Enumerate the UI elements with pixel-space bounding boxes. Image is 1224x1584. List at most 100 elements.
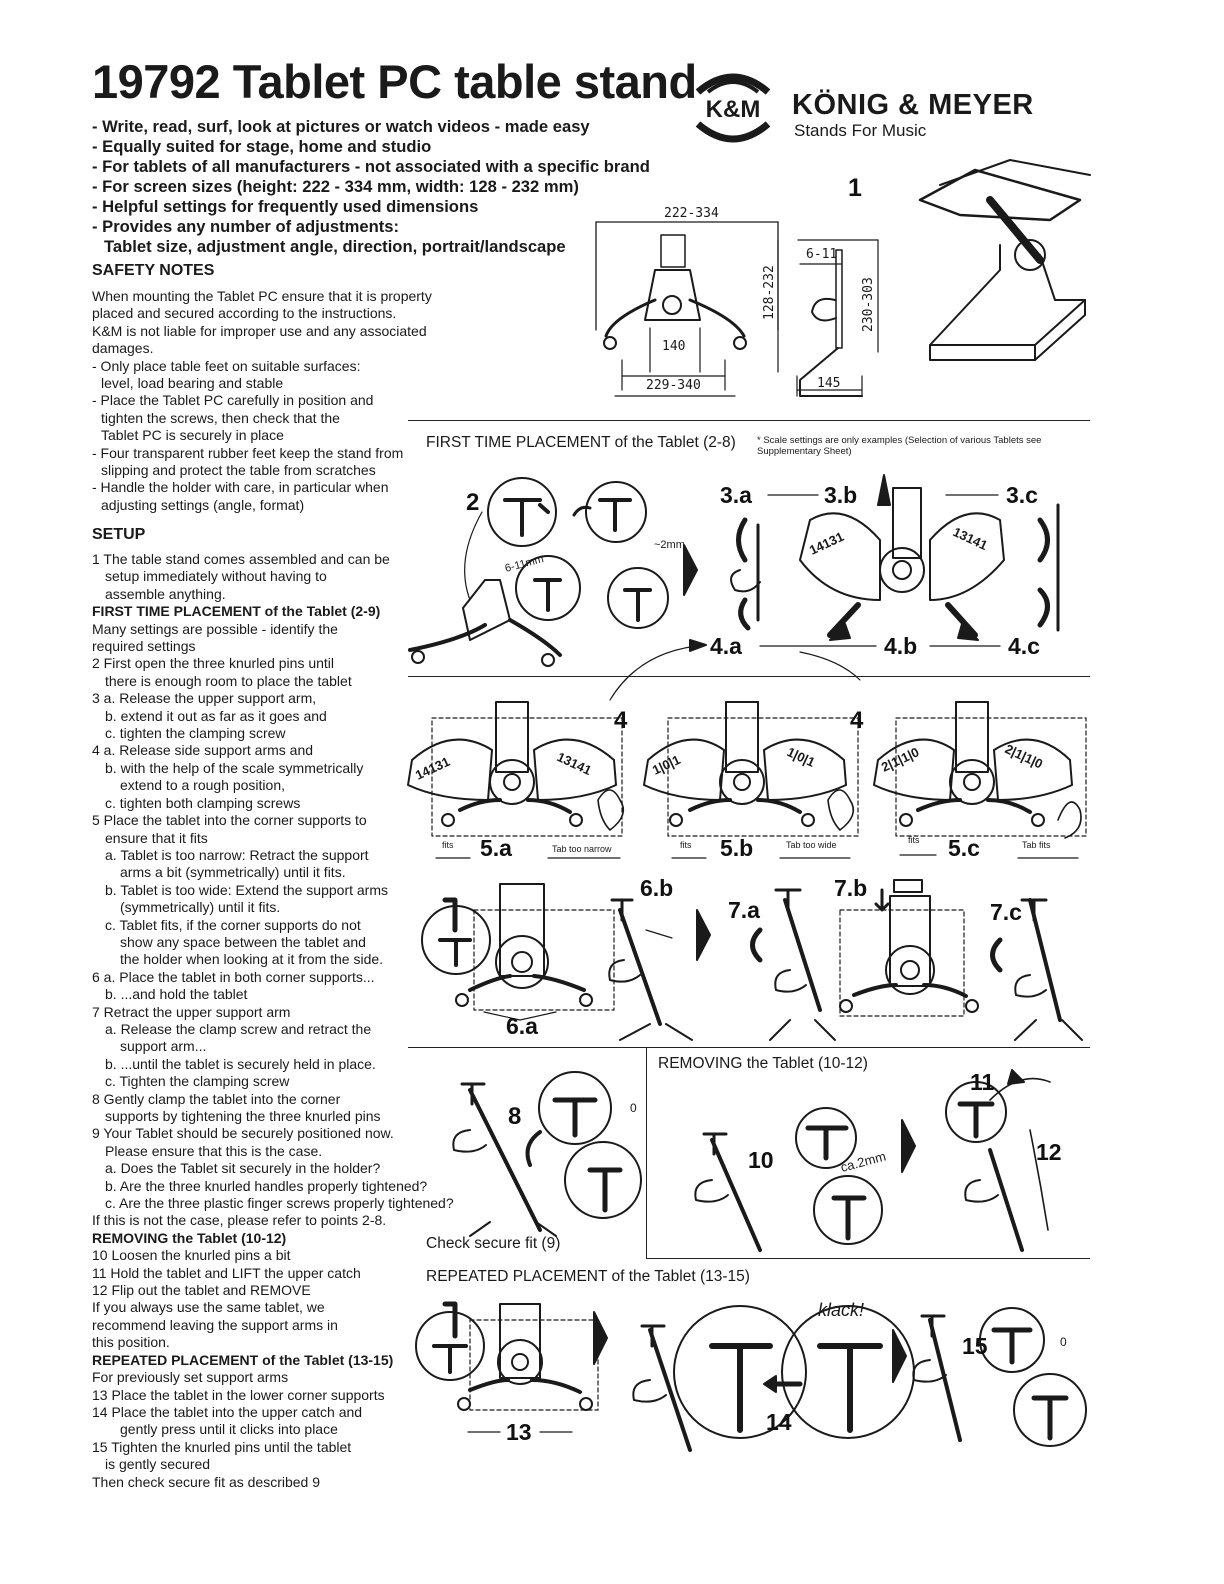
step-4c-label: 4.c — [1008, 633, 1040, 659]
step-4a-label: 4.a — [710, 633, 742, 659]
text-line: For previously set support arms — [92, 1369, 289, 1386]
text-line: K&M is not liable for improper use and a… — [92, 322, 427, 339]
text-line: setup immediately without having to — [105, 568, 327, 585]
feature-list: - Write, read, surf, look at pictures or… — [92, 117, 650, 257]
text-line: c. Are the three plastic finger screws p… — [105, 1195, 454, 1212]
text-line: c. Tablet fits, if the corner supports d… — [105, 916, 361, 933]
step-5a-scale-right: 13141 — [555, 749, 594, 778]
text-line: tighten the screws, then check that the — [101, 409, 340, 426]
text-line: When mounting the Tablet PC ensure that … — [92, 288, 432, 304]
step-3c-label: 3.c — [1006, 482, 1038, 508]
text-line: REMOVING the Tablet (10-12) — [92, 1229, 287, 1246]
text-line: c. Tighten the clamping screw — [105, 1073, 290, 1090]
step-6a-label: 6.a — [506, 1013, 538, 1039]
text-line: 15 Tighten the knurled pins until the ta… — [92, 1438, 352, 1455]
step-3-scale-right: 13141 — [951, 524, 990, 553]
text-line: Then check secure fit as described 9 — [92, 1473, 321, 1490]
step-14-sound: klack! — [818, 1300, 864, 1320]
text-line: 1 The table stand comes assembled and ca… — [92, 551, 390, 567]
text-line: b. extend it out as far as it goes and — [105, 707, 327, 724]
text-line: damages. — [92, 340, 154, 357]
step-5b-note: Tab too wide — [786, 840, 837, 850]
divider — [646, 1047, 647, 1259]
dim-depth-label: 6-11 — [806, 247, 837, 262]
text-line: the holder when looking at it from the s… — [120, 951, 384, 968]
text-line: 11 Hold the tablet and LIFT the upper ca… — [92, 1264, 361, 1281]
divider — [408, 676, 1090, 677]
text-line: a. Does the Tablet sit securely in the h… — [105, 1160, 381, 1177]
text-line: extend to a rough position, — [120, 777, 286, 794]
text-line: 8 Gently clamp the tablet into the corne… — [92, 1090, 341, 1107]
step-7a-label: 7.a — [728, 897, 760, 923]
feature-item: - Provides any number of adjustments: — [92, 217, 400, 236]
text-line: assemble anything. — [105, 585, 226, 602]
step-5b-fits: fits — [680, 840, 692, 850]
step-5-drawing: 14131 13141 1|0|1 1|0|1 2|1|1| — [407, 701, 1087, 861]
text-line: support arm... — [120, 1038, 207, 1055]
text-line: 2 First open the three knurled pins unti… — [92, 655, 335, 672]
text-line: b. with the help of the scale symmetrica… — [105, 759, 364, 776]
step-3-4-drawing: 3.a 3.b 3.c 14131 13141 4.a 4.b 4.c — [609, 474, 1060, 701]
step-12-label: 12 — [1036, 1139, 1062, 1165]
text-line: adjusting settings (angle, format) — [101, 496, 305, 513]
text-line: level, load bearing and stable — [101, 375, 284, 392]
step-7b-label: 7.b — [834, 875, 867, 901]
step-5b-scale-right: 1|0|1 — [785, 744, 818, 770]
step-2-gap1: 6-11mm — [504, 553, 545, 575]
page-title: 19792 Tablet PC table stand — [92, 55, 697, 108]
feature-item: - For screen sizes (height: 222 - 334 mm… — [92, 177, 579, 196]
text-line: - Handle the holder with care, in partic… — [92, 479, 389, 496]
text-line: If you always use the same tablet, we — [92, 1299, 325, 1316]
step-4b-label: 4.b — [884, 633, 917, 659]
text-line: 3 a. Release the upper support arm, — [92, 690, 317, 707]
repeated-caption: REPEATED PLACEMENT of the Tablet (13-15) — [426, 1268, 750, 1285]
step-5b-scale-left: 1|0|1 — [650, 752, 683, 778]
step-5c-fits: fits — [908, 835, 920, 845]
text-line: this position. — [92, 1334, 170, 1351]
step-15-label: 15 — [962, 1333, 988, 1359]
step-5b-label: 5.b — [720, 835, 753, 861]
step-6b-label: 6.b — [640, 875, 673, 901]
step-3a-label: 3.a — [720, 482, 752, 508]
step-2-label: 2 — [466, 489, 479, 516]
text-line: b. ...until the tablet is securely held … — [105, 1055, 376, 1072]
brand-tagline: Stands For Music — [794, 121, 927, 140]
front-dimension-drawing: 222-334 140 229-340 128-232 — [595, 206, 779, 397]
brand-name: KÖNIG & MEYER — [792, 89, 1034, 121]
step-5c-scale-right: 2|1|1|0 — [1003, 741, 1045, 771]
stand-perspective-drawing: 1 — [848, 159, 1091, 361]
setup-heading: SETUP — [92, 526, 146, 543]
text-line: 4 a. Release side support arms and — [92, 742, 314, 759]
text-line: Tablet PC is securely in place — [101, 427, 284, 444]
logo-mark: K&M — [706, 96, 761, 123]
scale-note: * Scale settings are only examples (Sele… — [757, 435, 1042, 457]
text-line: - Only place table feet on suitable surf… — [92, 357, 361, 374]
text-line: slipping and protect the table from scra… — [101, 462, 376, 479]
divider — [408, 420, 1090, 421]
step-15-zero: 0 — [1060, 1335, 1067, 1349]
step-10-label: 10 — [748, 1147, 774, 1173]
text-line: REPEATED PLACEMENT of the Tablet (13-15) — [92, 1351, 394, 1368]
text-line: ensure that it fits — [105, 829, 208, 846]
text-line: b. Tablet is too wide: Extend the suppor… — [105, 881, 389, 898]
step-6-7-drawing: 6.a 6.b 7.a 7.b 7.c — [421, 875, 1083, 1041]
step-5c-note: Tab fits — [1022, 840, 1051, 850]
text-line: Many settings are possible - identify th… — [92, 620, 338, 637]
text-line: 6 a. Place the tablet in both corner sup… — [92, 968, 375, 985]
text-line: 12 Flip out the tablet and REMOVE — [92, 1282, 311, 1299]
step-5c-label: 5.c — [948, 835, 980, 861]
text-line: recommend leaving the support arms in — [92, 1316, 338, 1333]
step-2-drawing: 2 6-11mm ~2mm — [408, 477, 698, 667]
text-line: 5 Place the tablet into the corner suppo… — [92, 812, 367, 829]
feature-item: Tablet size, adjustment angle, direction… — [104, 237, 566, 256]
safety-heading: SAFETY NOTES — [92, 262, 215, 279]
dim-inner-label: 140 — [662, 339, 685, 354]
step-13-label: 13 — [506, 1419, 532, 1445]
step-14-label: 14 — [766, 1409, 792, 1435]
text-line: b. ...and hold the tablet — [105, 986, 248, 1003]
removing-caption: REMOVING the Tablet (10-12) — [658, 1055, 868, 1072]
text-line: 13 Place the tablet in the lower corner … — [92, 1386, 385, 1403]
dim-standh-label: 230-303 — [861, 277, 876, 332]
divider — [408, 1047, 1090, 1048]
